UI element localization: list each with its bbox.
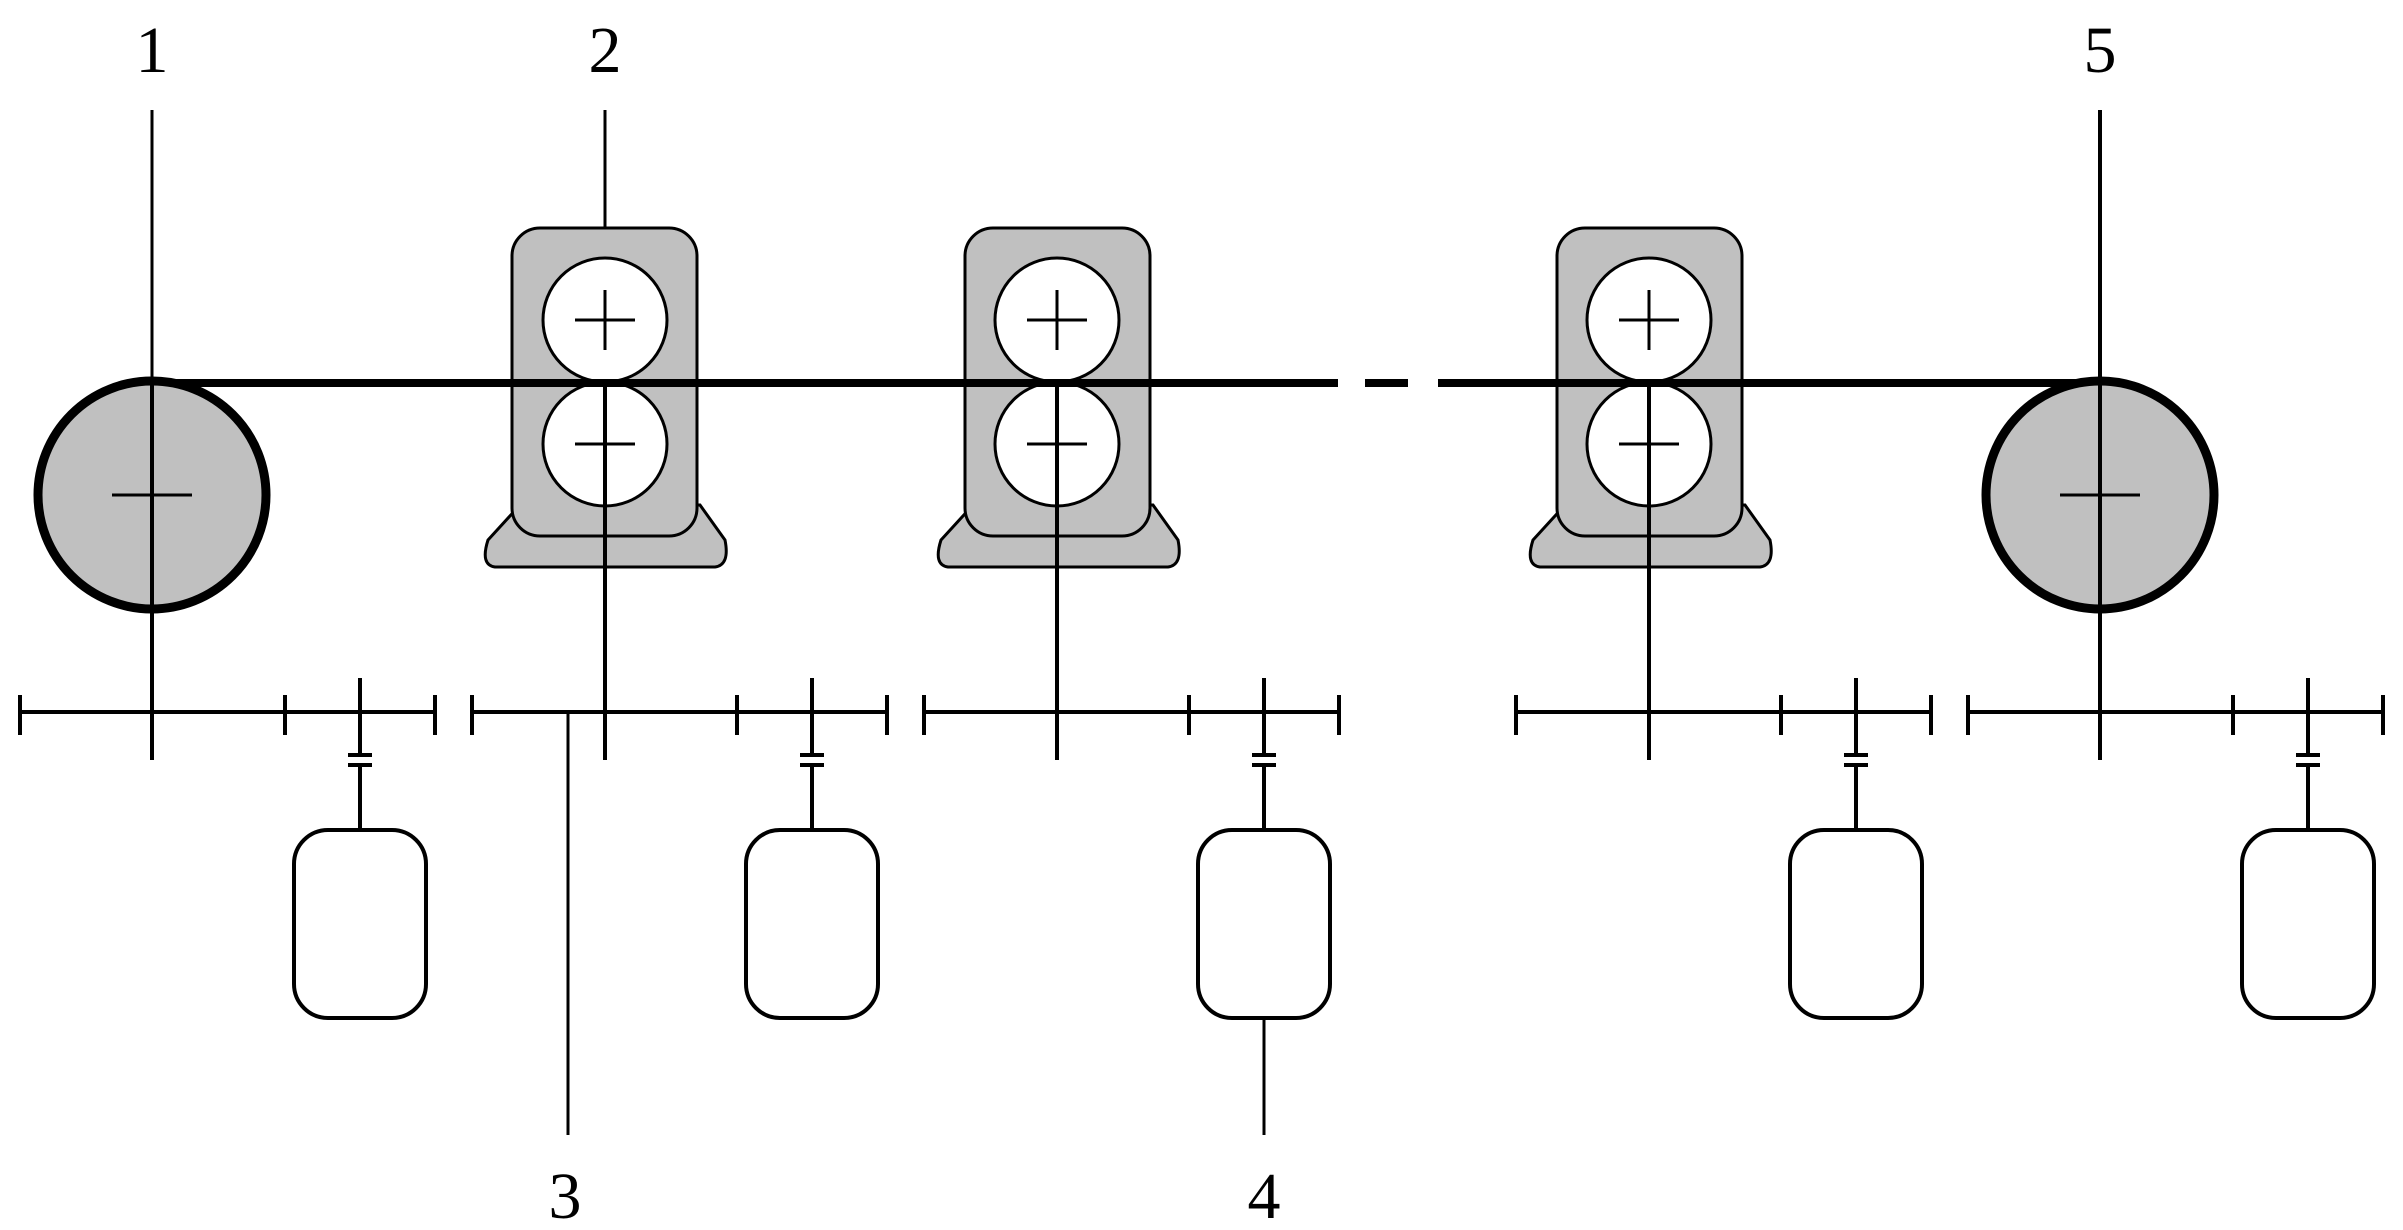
callout-5: 5 [2084, 14, 2117, 87]
callout-1: 1 [136, 14, 169, 87]
callout-4: 4 [1248, 1160, 1281, 1230]
roll-stand-1 [483, 226, 728, 760]
drive-group-3 [922, 678, 1341, 1020]
motor [1196, 828, 1332, 1020]
drive-group-2 [470, 678, 889, 1020]
callout-2: 2 [589, 14, 622, 87]
roll-stand-3 [1528, 226, 1773, 760]
callout-3: 3 [549, 1160, 582, 1230]
motor [292, 828, 428, 1020]
coiler-reel [1981, 110, 2219, 760]
drive-group-5 [1966, 678, 2385, 1020]
leader-lines [150, 110, 1266, 1135]
drive-group-1 [18, 678, 437, 1020]
motor [744, 828, 880, 1020]
uncoiler-reel [33, 376, 271, 760]
motor [1788, 828, 1924, 1020]
roll-stand-2 [936, 226, 1181, 760]
motor [2240, 828, 2376, 1020]
drive-group-4 [1514, 678, 1933, 1020]
